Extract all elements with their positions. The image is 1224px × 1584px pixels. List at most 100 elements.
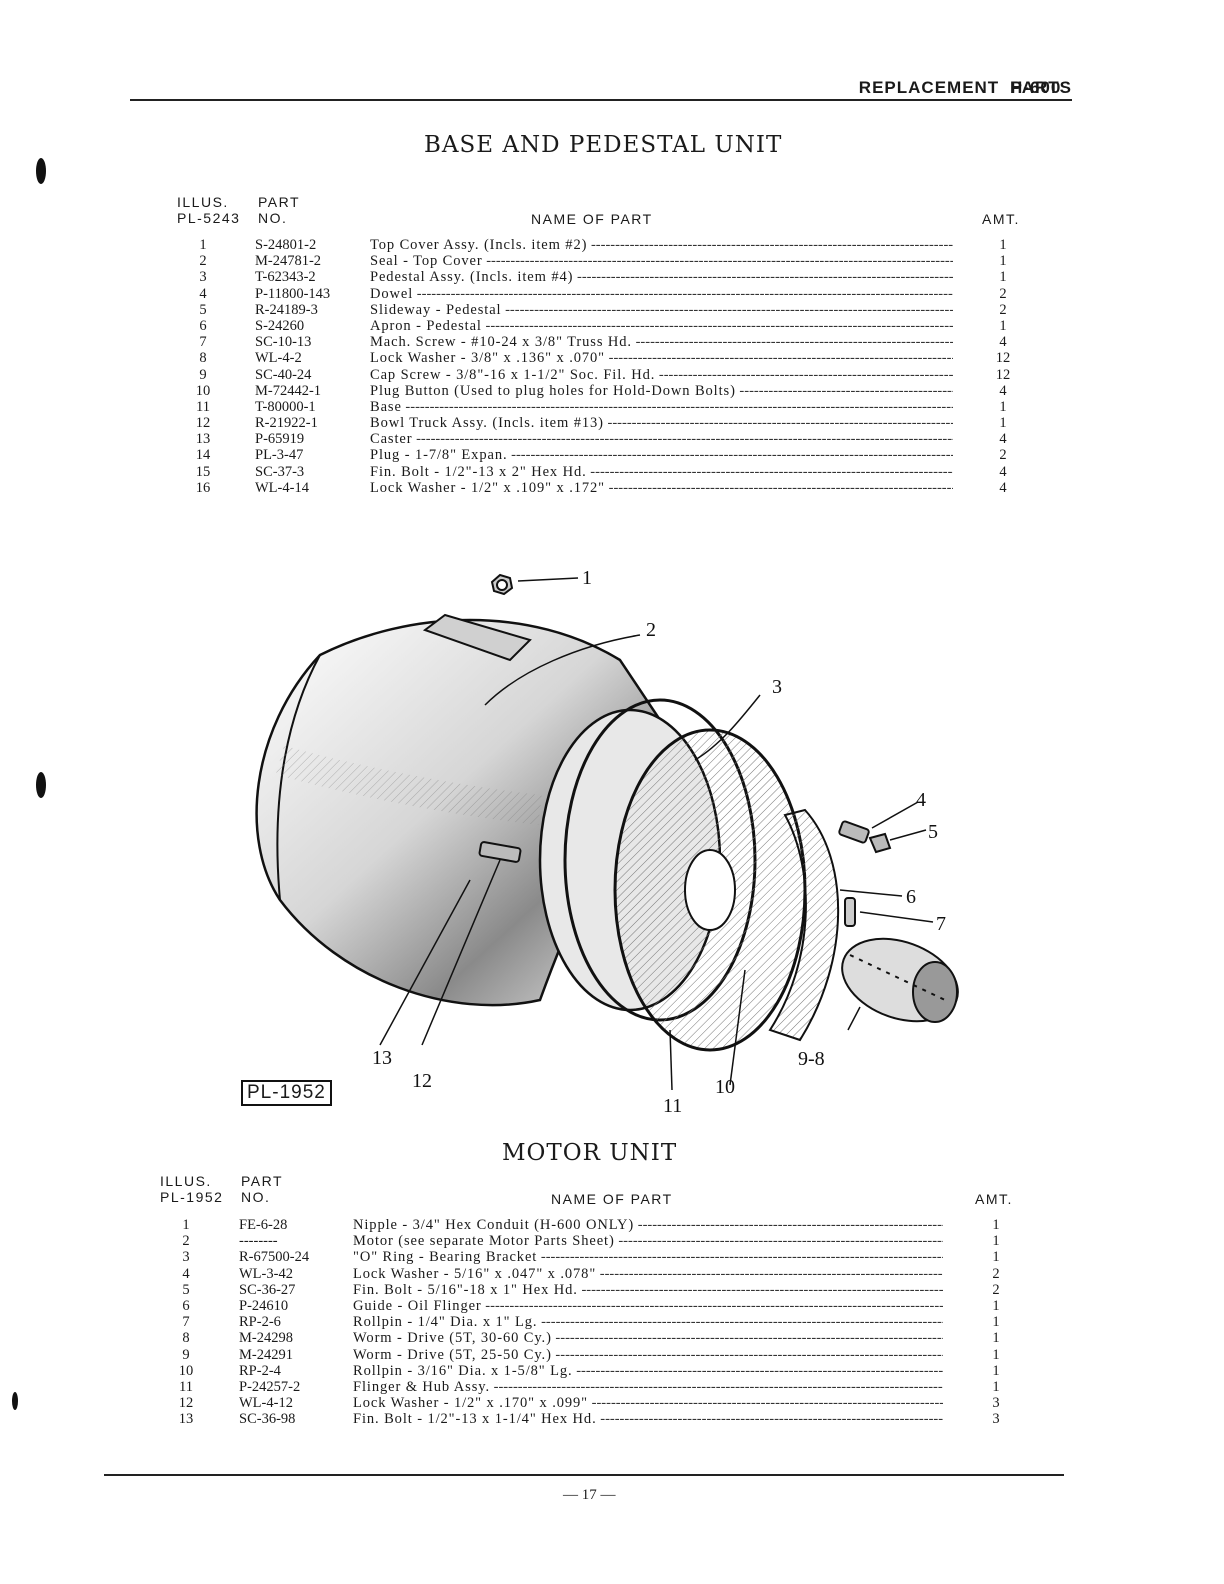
part-name: Nipple - 3/4" Hex Conduit (H-600 ONLY) -… [353, 1217, 943, 1233]
part-number: P-24257-2 [239, 1378, 301, 1395]
illus-number: 5 [182, 1281, 190, 1298]
motor-section-title: MOTOR UNIT [502, 1140, 678, 1166]
amount: 1 [992, 1217, 1000, 1233]
illus-number: 8 [182, 1330, 190, 1347]
leader-dots: ----------------------------------------… [541, 1314, 943, 1331]
callout-9-8: 9-8 [798, 1048, 825, 1070]
part-number: SC-10-13 [255, 334, 312, 351]
leader-dots: ----------------------------------------… [576, 1362, 943, 1379]
leader-dots: ----------------------------------------… [505, 301, 953, 318]
leader-dots: ----------------------------------------… [600, 1411, 943, 1428]
amount: 1 [992, 1233, 1000, 1250]
part-number: RP-2-6 [239, 1314, 281, 1331]
leader-dots: ----------------------------------------… [412, 431, 953, 448]
amount: 1 [992, 1314, 1000, 1331]
motor-col-illus: ILLUS.PL-1952 [160, 1173, 224, 1205]
illus-number: 7 [182, 1314, 190, 1331]
illus-number: 11 [179, 1378, 193, 1395]
leader-dots: ----------------------------------------… [591, 1395, 943, 1412]
part-number: T-62343-2 [255, 269, 316, 286]
part-name: Pedestal Assy. (Incls. item #4) --------… [370, 269, 953, 285]
part-number: SC-36-27 [239, 1281, 296, 1298]
base-col-amt: AMT. [982, 211, 1020, 227]
parts-row: 5 SC-36-27 Fin. Bolt - 5/16"-18 x 1" Hex H… [166, 1282, 1016, 1298]
part-number: P-24610 [239, 1297, 289, 1314]
amount: 1 [992, 1297, 1000, 1314]
part-number: WL-4-2 [255, 350, 302, 367]
illus-number: 1 [199, 237, 207, 253]
amount: 12 [995, 366, 1011, 383]
callout-7: 7 [936, 913, 946, 935]
part-number: S-24801-2 [255, 237, 317, 253]
leader-dots: ----------------------------------------… [607, 415, 953, 432]
top-cover-seal [422, 613, 532, 662]
base-section-title: BASE AND PEDESTAL UNIT [424, 132, 783, 158]
rollpin [844, 897, 856, 927]
leader-dots: ----------------------------------------… [581, 1281, 943, 1298]
callout-6: 6 [906, 886, 916, 908]
leader-dots: ----------------------------------------… [485, 317, 953, 334]
part-number: SC-36-98 [239, 1411, 296, 1428]
motor-col-name: NAME OF PART [551, 1191, 673, 1207]
part-name: Worm - Drive (5T, 30-60 Cy.) -----------… [353, 1330, 943, 1346]
amount: 2 [992, 1265, 1000, 1282]
amount: 4 [999, 382, 1007, 399]
amount: 1 [999, 269, 1007, 286]
leader-dots: ----------------------------------------… [739, 382, 953, 399]
leader-dots: ----------------------------------------… [511, 447, 953, 464]
part-name: Base -----------------------------------… [370, 399, 953, 415]
leader-dots: ----------------------------------------… [486, 253, 953, 270]
part-name: Plug Button (Used to plug holes for Hold… [370, 383, 953, 399]
amount: 4 [999, 334, 1007, 351]
part-name: Fin. Bolt - 5/16"-18 x 1" Hex Hd. ------… [353, 1282, 943, 1298]
parts-row: 11 P-24257-2 Flinger & Hub Assy. ---------… [166, 1379, 1016, 1395]
leader-dots: ----------------------------------------… [618, 1233, 943, 1250]
part-name: Caster ---------------------------------… [370, 431, 953, 447]
illus-number: 9 [182, 1346, 190, 1363]
amount: 1 [999, 253, 1007, 270]
part-number: SC-40-24 [255, 366, 312, 383]
illus-number: 6 [182, 1297, 190, 1314]
bowl-bolts [478, 841, 522, 863]
part-name: Flinger & Hub Assy. --------------------… [353, 1379, 943, 1395]
conduit-nipple [490, 573, 514, 596]
part-number: RP-2-4 [239, 1362, 281, 1379]
leader-dots: ----------------------------------------… [401, 398, 953, 415]
amount: 1 [999, 398, 1007, 415]
part-number: R-24189-3 [255, 301, 318, 318]
part-number: P-11800-143 [255, 285, 331, 302]
exploded-motor-illustration: 1 2 3 4 5 6 7 9-8 10 11 12 13 [255, 567, 959, 1117]
illus-number: 3 [199, 269, 207, 286]
part-name: Mach. Screw - #10-24 x 3/8" Truss Hd. --… [370, 334, 953, 350]
illus-number: 2 [182, 1233, 190, 1250]
part-number: SC-37-3 [255, 463, 305, 480]
part-number: PL-3-47 [255, 447, 304, 464]
leader-dots: ----------------------------------------… [590, 237, 953, 253]
part-number: M-24291 [239, 1346, 293, 1363]
binding-hole-mark [12, 1392, 18, 1410]
amount: 1 [992, 1330, 1000, 1347]
leader-dots: ----------------------------------------… [637, 1217, 943, 1233]
amount: 12 [995, 350, 1011, 367]
part-name: Apron - Pedestal -----------------------… [370, 318, 953, 334]
part-name: Cap Screw - 3/8"-16 x 1-1/2" Soc. Fil. H… [370, 367, 953, 383]
amount: 2 [999, 301, 1007, 318]
part-number: WL-4-12 [239, 1395, 293, 1412]
